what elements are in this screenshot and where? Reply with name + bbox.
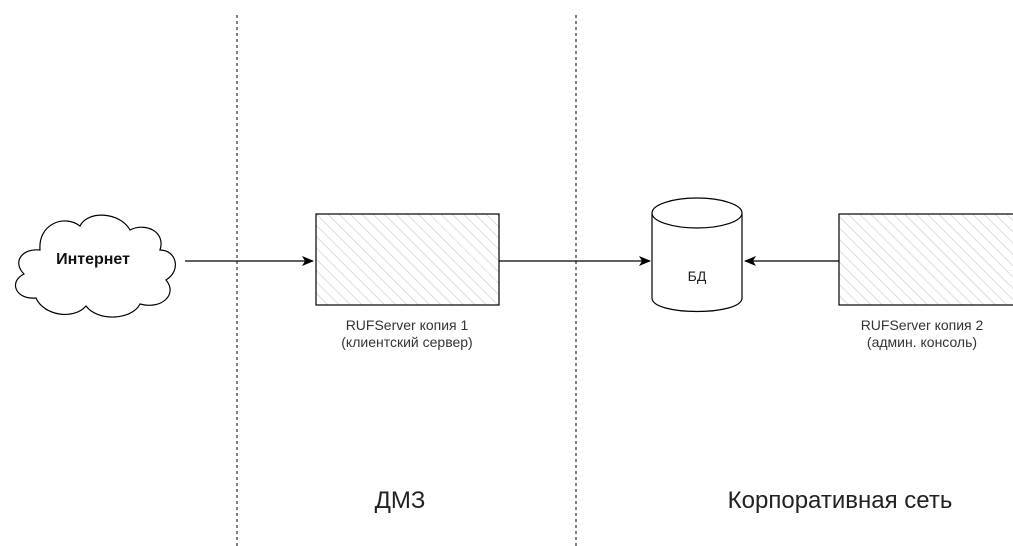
server2-caption-line2: (админ. консоль) xyxy=(866,334,978,350)
server1-caption-line1: RUFServer копия 1 xyxy=(345,317,469,333)
server2-box xyxy=(838,213,1013,306)
server1-caption: RUFServer копия 1 (клиентский сервер) xyxy=(295,317,519,351)
server2-caption: RUFServer копия 2 (админ. консоль) xyxy=(822,317,1013,351)
database-label: БД xyxy=(687,268,707,284)
internet-cloud xyxy=(14,214,176,318)
database-cylinder xyxy=(651,197,743,313)
server1-caption-line2: (клиентский сервер) xyxy=(341,334,473,350)
server1-box xyxy=(315,213,500,306)
zone-label-corporate-network: Корпоративная сеть xyxy=(727,487,953,514)
zone-label-dmz: ДМЗ xyxy=(374,487,426,514)
server2-caption-line1: RUFServer копия 2 xyxy=(860,317,984,333)
internet-label: Интернет xyxy=(56,251,130,268)
